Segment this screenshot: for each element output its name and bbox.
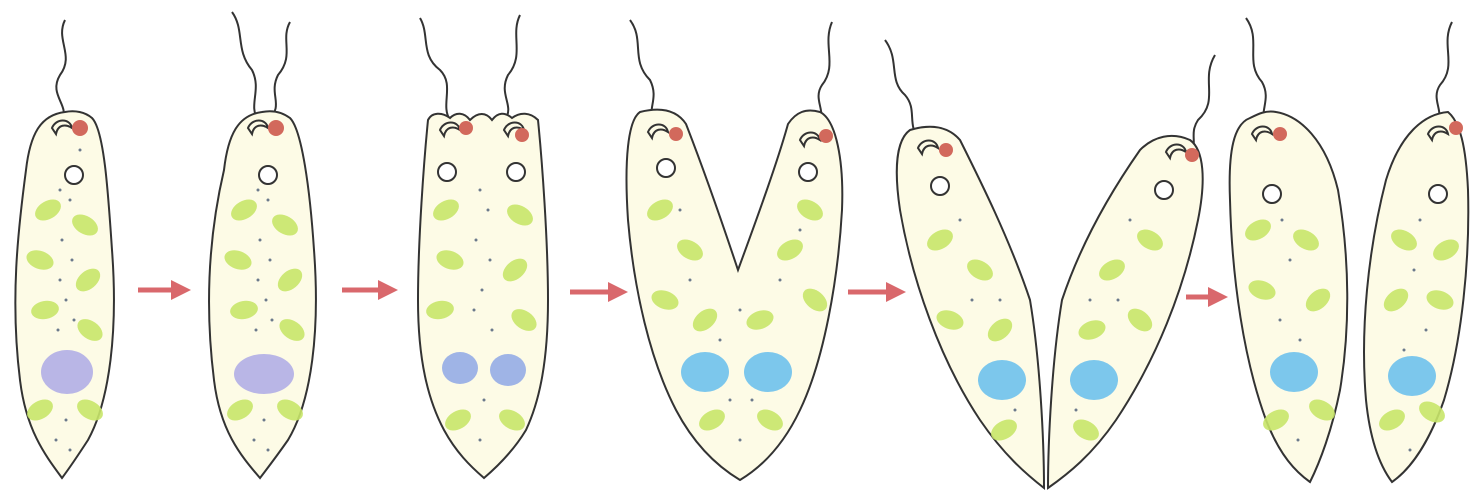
contractile-vacuole-left xyxy=(438,163,456,181)
nucleus xyxy=(41,350,93,394)
flagellum-left xyxy=(885,40,920,140)
flagellum xyxy=(56,20,65,120)
nucleus xyxy=(234,354,294,394)
contractile-vacuole-right xyxy=(507,163,525,181)
contractile-vacuole-left xyxy=(657,159,675,177)
cell-body-left xyxy=(897,127,1044,488)
flagellum-left xyxy=(420,18,450,120)
nucleus-right xyxy=(744,352,792,392)
contractile-vacuole xyxy=(1429,185,1447,203)
flagellum-left xyxy=(232,12,258,120)
stage-5-euglena xyxy=(885,40,1215,488)
stage-2-euglena xyxy=(209,12,316,478)
stage-6-euglena-left xyxy=(1230,18,1348,482)
contractile-vacuole-left xyxy=(931,177,949,195)
nucleus-left xyxy=(442,352,478,384)
contractile-vacuole-right xyxy=(1155,181,1173,199)
contractile-vacuole xyxy=(1263,185,1281,203)
flagellum-right xyxy=(818,22,832,125)
nucleus-right xyxy=(490,354,526,386)
nucleus-left xyxy=(681,352,729,392)
nucleus-left xyxy=(978,360,1026,400)
stage-1-euglena xyxy=(15,20,114,478)
cell-body xyxy=(209,111,316,478)
nucleus-right xyxy=(1070,360,1118,400)
nucleus xyxy=(1388,356,1436,396)
contractile-vacuole xyxy=(65,166,83,184)
nucleus xyxy=(1270,352,1318,392)
stage-6-euglena-right xyxy=(1364,22,1468,482)
flagellum xyxy=(1246,18,1266,125)
contractile-vacuole xyxy=(259,166,277,184)
contractile-vacuole-right xyxy=(799,163,817,181)
cell-body xyxy=(418,114,548,478)
flagellum-right xyxy=(268,22,290,120)
cell-body xyxy=(15,111,114,478)
stage-3-euglena xyxy=(418,15,548,478)
stage-4-euglena xyxy=(627,20,843,480)
flagellum-right xyxy=(505,15,520,120)
flagellum xyxy=(1436,22,1452,125)
cell-body-right xyxy=(1048,136,1203,488)
